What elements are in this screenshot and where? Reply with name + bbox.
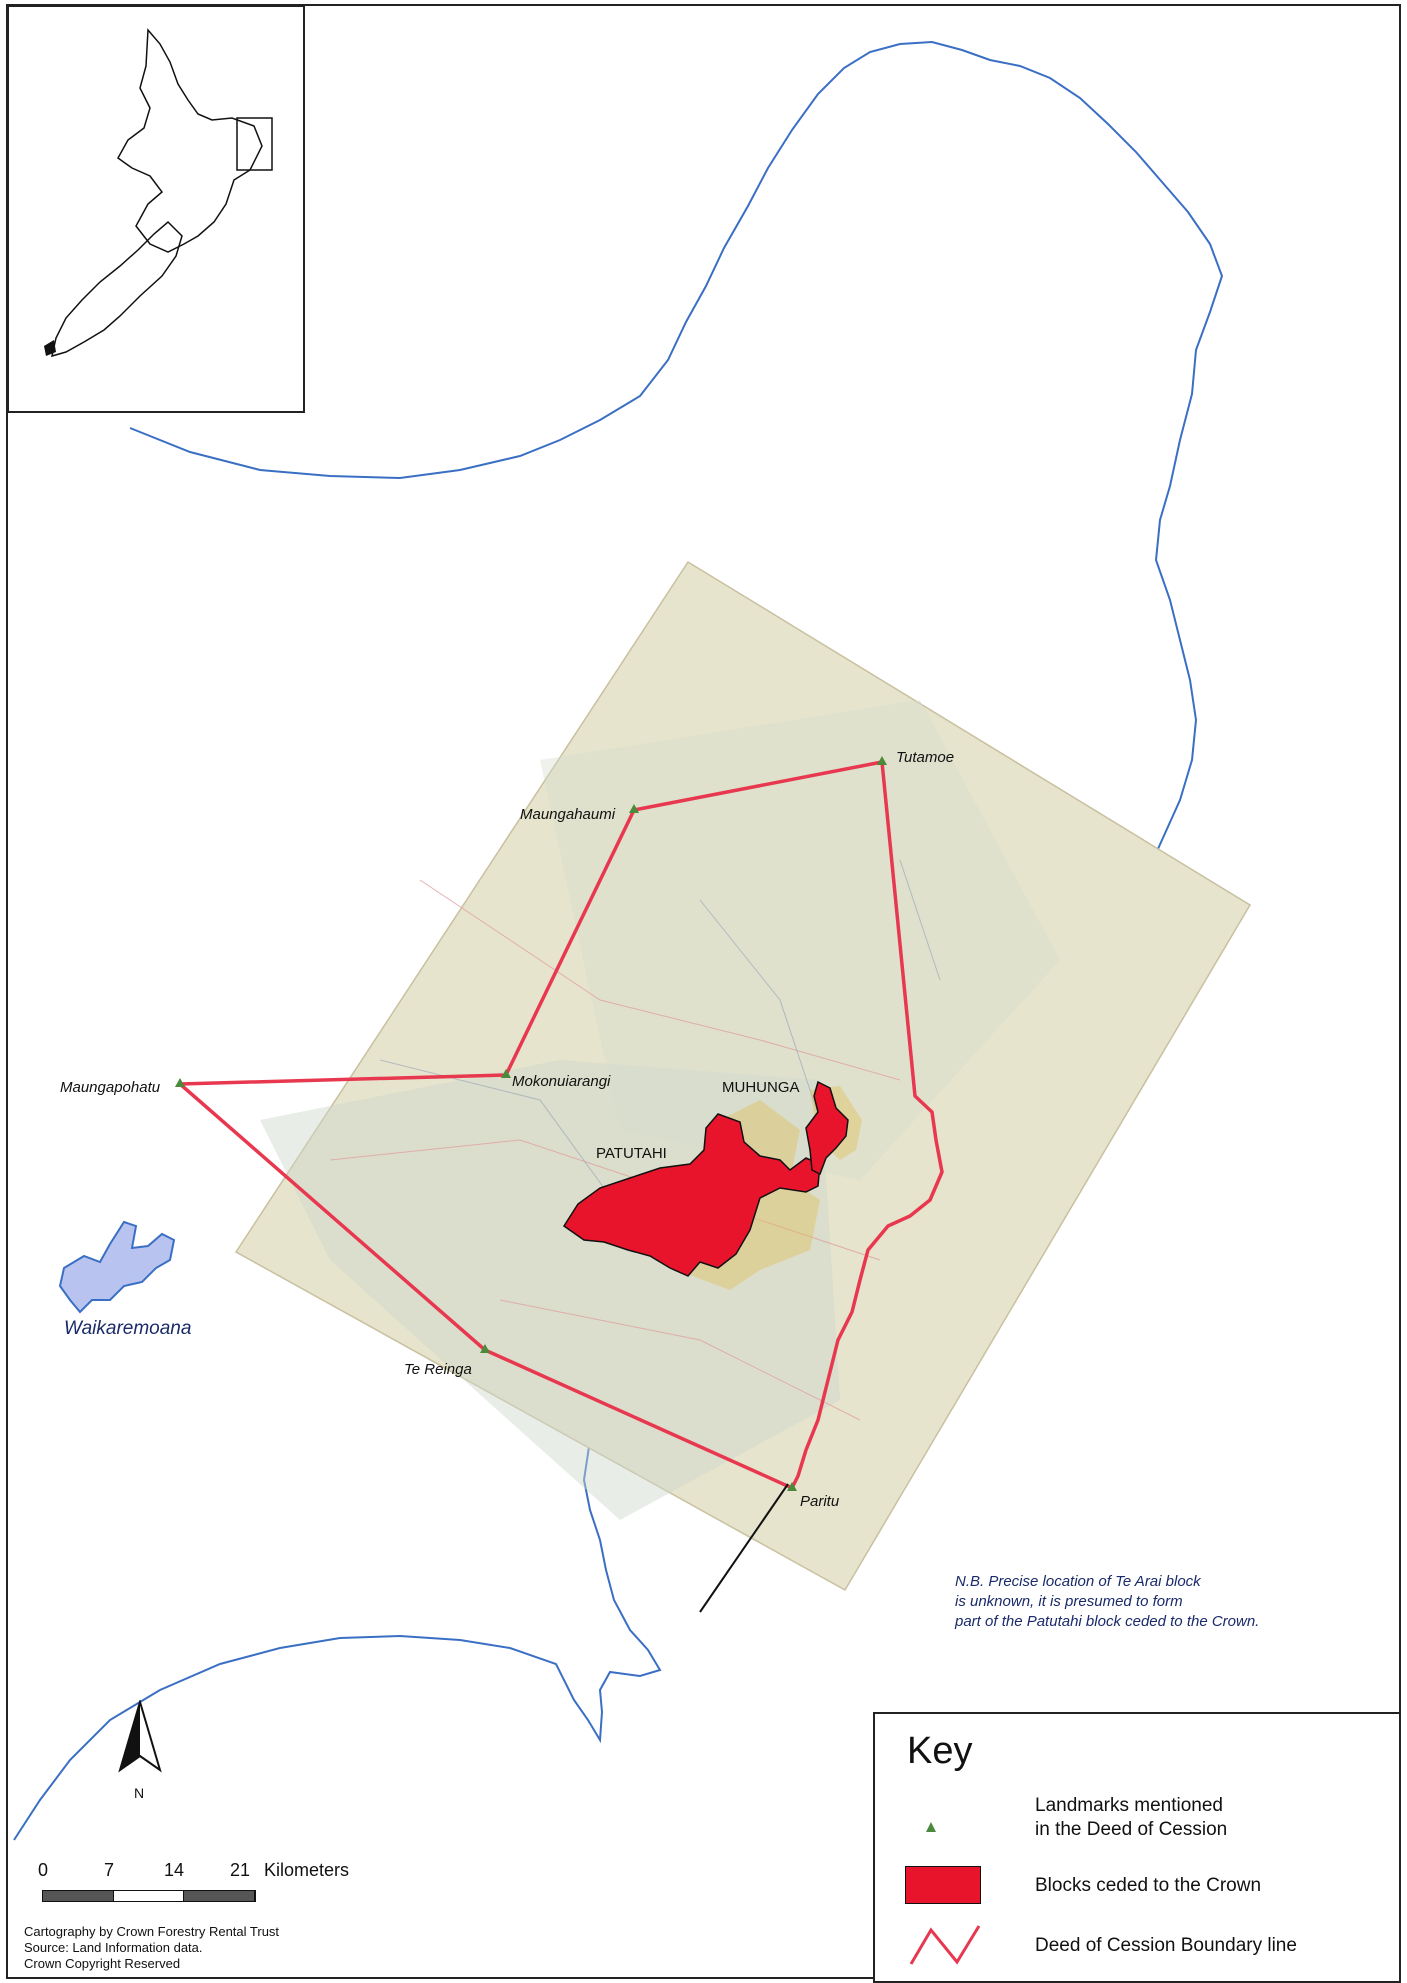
scale-bar-graphic (42, 1890, 256, 1902)
inset-locator-box (236, 117, 273, 171)
key-blocks: Blocks ceded to the Crown (1035, 1875, 1262, 1896)
north-arrow-icon: N (118, 1698, 162, 1801)
note-line: is unknown, it is presumed to form (955, 1593, 1183, 1610)
landmark-marker (629, 804, 639, 813)
landmark-marker (501, 1069, 511, 1078)
landmark-label: Paritu (800, 1493, 840, 1510)
deed-boundary (178, 760, 944, 1490)
inset-south-island (50, 220, 183, 358)
key-title: Key (907, 1730, 973, 1772)
key-landmarks-line1: Landmarks mentioned (1035, 1795, 1223, 1816)
landmark-label: Maungapohatu (60, 1079, 161, 1096)
map-frame (6, 4, 1401, 1979)
block-swatch-icon (905, 1866, 981, 1904)
north-label: N (134, 1785, 144, 1801)
landmark-marker (175, 1078, 185, 1087)
key-landmarks: Landmarks mentioned in the Deed of Cessi… (1035, 1794, 1227, 1842)
landmark-label: Maungahaumi (520, 806, 616, 823)
credits: Cartography by Crown Forestry Rental Tru… (24, 1924, 279, 1972)
lake-label: Waikaremoana (64, 1318, 191, 1339)
historic-map-overlay (234, 560, 1252, 1592)
credit-line: Cartography by Crown Forestry Rental Tru… (24, 1924, 280, 1939)
credit-line: Crown Copyright Reserved (24, 1956, 181, 1971)
lake-waikaremoana (58, 1220, 176, 1314)
note-line: N.B. Precise location of Te Arai block (955, 1573, 1201, 1590)
key-landmarks-line2: in the Deed of Cession (1035, 1819, 1228, 1840)
credit-line: Source: Land Information data. (24, 1940, 203, 1955)
patutahi-label: PATUTAHI (596, 1145, 667, 1162)
region-edge-line (699, 1483, 789, 1613)
landmark-label: Mokonuiarangi (512, 1073, 611, 1090)
landmark-label: Te Reinga (404, 1361, 472, 1378)
muhunga-label: MUHUNGA (722, 1079, 800, 1096)
key-boundary: Deed of Cession Boundary line (1035, 1935, 1297, 1956)
location-note: N.B. Precise location of Te Arai block i… (955, 1572, 1395, 1632)
north-arrow: N (110, 1698, 170, 1815)
landmark-marker (877, 756, 887, 765)
inset-stewart-island (44, 340, 56, 356)
inset-north-island (117, 28, 263, 253)
note-line: part of the Patutahi block ceded to the … (955, 1613, 1260, 1630)
landmark-marker (480, 1344, 490, 1353)
map-key: Key Landmarks mentioned in the Deed of C… (873, 1712, 1401, 1983)
scale-tick: 21 (230, 1860, 251, 1880)
landmarks: Tutamoe Maungahaumi Mokonuiarangi Maunga… (60, 749, 954, 1510)
scale-unit: Kilometers (264, 1860, 350, 1880)
landmark-marker (787, 1482, 797, 1491)
scale-tick: 0 (38, 1860, 49, 1880)
muhunga-block (805, 1080, 849, 1176)
scale-tick: 14 (164, 1860, 185, 1880)
patutahi-block (562, 1113, 821, 1277)
scale-tick: 7 (104, 1860, 115, 1880)
landmark-triangle-icon (926, 1822, 936, 1832)
scale-bar: 0 7 14 21 Kilometers (20, 1860, 420, 1910)
inset-map (7, 5, 305, 413)
boundary-line-icon (909, 1925, 981, 1965)
landmark-label: Tutamoe (896, 749, 954, 766)
